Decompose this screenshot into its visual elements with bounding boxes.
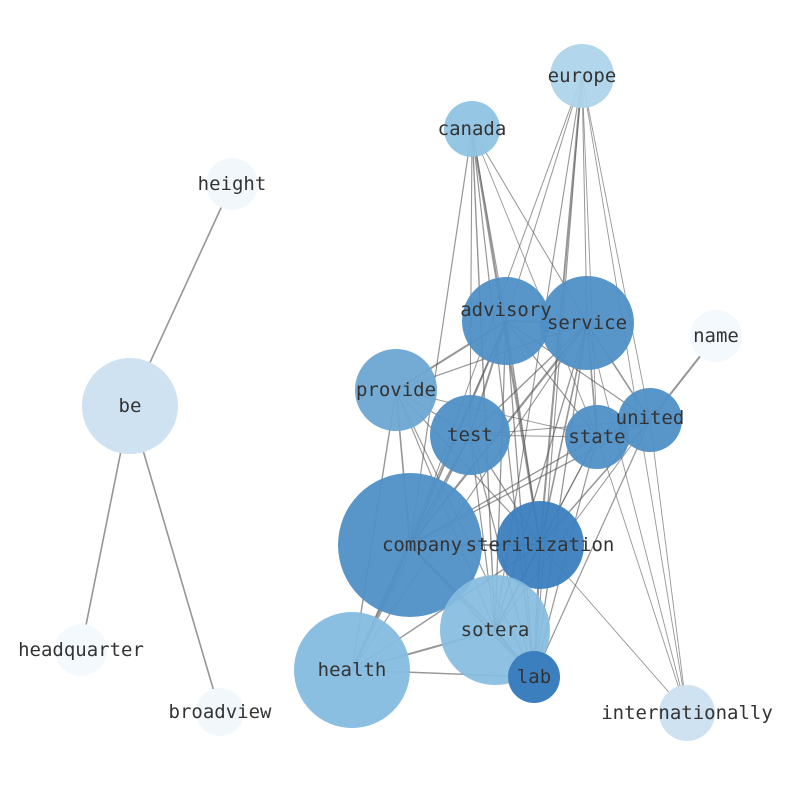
graph-edge <box>581 75 598 438</box>
graph-node-europe[interactable] <box>550 44 614 108</box>
graph-node-internationally[interactable] <box>659 685 715 741</box>
graph-edge <box>471 128 598 438</box>
graph-node-sterilization[interactable] <box>496 501 584 589</box>
graph-node-company[interactable] <box>338 473 482 617</box>
graph-edge <box>586 322 688 714</box>
graph-edge <box>129 405 221 713</box>
graph-edge <box>469 128 473 436</box>
graph-node-health[interactable] <box>294 612 410 728</box>
graph-node-service[interactable] <box>540 276 634 370</box>
graph-node-broadview[interactable] <box>196 688 244 736</box>
graph-node-provide[interactable] <box>355 349 437 431</box>
graph-edge <box>533 419 651 678</box>
graph-node-headquarter[interactable] <box>55 624 107 676</box>
graph-node-canada[interactable] <box>444 101 500 157</box>
graph-node-advisory[interactable] <box>462 277 550 365</box>
graph-edge <box>581 75 651 421</box>
graph-node-name[interactable] <box>690 310 742 362</box>
graph-node-united[interactable] <box>618 388 682 452</box>
graph-edge <box>649 419 688 714</box>
nodes-layer <box>55 44 742 741</box>
graph-node-state[interactable] <box>565 405 629 469</box>
graph-edge <box>471 128 496 631</box>
graph-node-height[interactable] <box>206 158 258 210</box>
graph-node-lab[interactable] <box>508 651 560 703</box>
graph-node-be[interactable] <box>82 358 178 454</box>
graph-edge <box>596 436 688 714</box>
graph-node-test[interactable] <box>430 395 510 475</box>
